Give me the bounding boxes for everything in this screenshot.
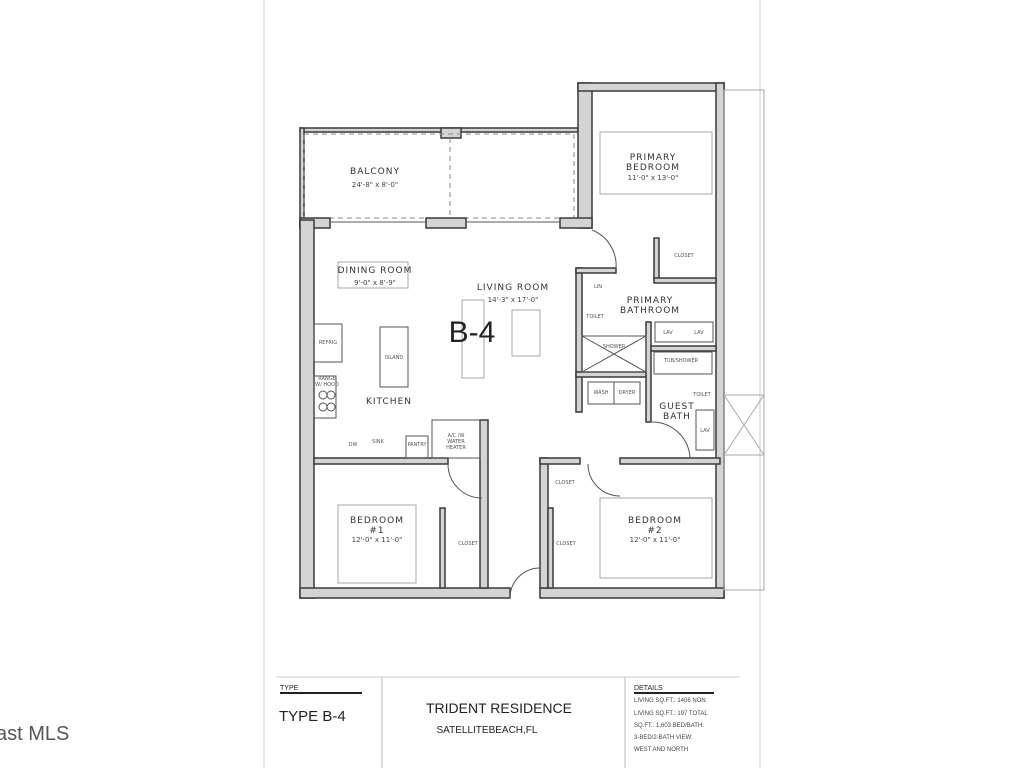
wall [653, 277, 717, 284]
room-dims-dining: 9'-0" x 8'-9" [354, 279, 396, 287]
wall [539, 457, 581, 465]
furniture [313, 131, 715, 584]
room-label-bedroom2-1: BEDROOM [628, 516, 682, 526]
title-block: TYPE TYPE B-4 TRIDENT RESIDENCE SATELLIT… [276, 676, 740, 768]
closet-label: CLOSET [458, 541, 478, 547]
wall [299, 219, 315, 599]
details-line: 3-BED/2-BATH VIEW: [634, 735, 693, 741]
refrigerator [313, 323, 343, 363]
sink-label: SINK [372, 439, 384, 445]
room-dims-primary-bedroom: 11'-0" x 13'-0" [628, 174, 679, 182]
hood-label: W/ HOOD [315, 382, 339, 388]
island-label: ISLAND [385, 355, 404, 361]
wall [479, 419, 489, 589]
linen-label: LIN [594, 284, 602, 290]
washer-label: WASH [593, 390, 608, 396]
lav-label: LAV [694, 330, 704, 336]
room-label-living: LIVING ROOM [477, 283, 549, 293]
wall [575, 267, 583, 413]
room-label-bedroom1-1: BEDROOM [350, 516, 404, 526]
range [313, 375, 337, 419]
room-dims-living: 14'-3" x 17'-0" [488, 296, 539, 304]
dishwasher-label: DW [349, 442, 358, 448]
room-label-guest-bath-2: BATH [663, 412, 691, 422]
ac-closet [431, 419, 481, 459]
room-label-dining: DINING ROOM [338, 266, 413, 276]
closet-label: CLOSET [556, 541, 576, 547]
wall [313, 457, 449, 465]
details-header: DETAILS [634, 685, 663, 692]
closet-label: CLOSET [674, 253, 694, 259]
wall [653, 237, 660, 281]
wall [539, 587, 725, 599]
closet-label: CLOSET [555, 480, 575, 486]
details-line: WEST AND NORTH [634, 747, 688, 753]
walls [299, 82, 765, 599]
lav-label: LAV [700, 428, 710, 434]
wall [575, 267, 617, 274]
wall [425, 217, 467, 229]
wall [559, 217, 593, 229]
wall [547, 507, 554, 589]
room-label-primary-bath-2: BATHROOM [620, 306, 680, 316]
details-line: LIVING SQ.FT.: 197 TOTAL [634, 711, 708, 717]
wall [619, 457, 721, 465]
room-dims-balcony: 24'-8" x 8'-0" [352, 181, 398, 189]
water-label: WATER [447, 439, 465, 445]
room-dims-bedroom1: 12'-0" x 11'-0" [352, 536, 403, 544]
balcony-rail-left [299, 127, 305, 229]
tub-shower-label: TUB/SHOWER [663, 358, 699, 364]
room-label-bedroom1-2: #1 [369, 526, 384, 536]
wall [715, 82, 725, 599]
dryer-label: DRYER [619, 390, 636, 396]
wall [575, 371, 649, 378]
room-label-primary-bath-1: PRIMARY [627, 296, 673, 306]
ac-label: A/C /W [448, 433, 465, 439]
balcony-outline [303, 133, 575, 219]
room-label-kitchen: KITCHEN [366, 397, 412, 407]
shower-label: SHOWER [603, 344, 626, 350]
toilet-label: TOILET [692, 392, 711, 398]
type-value: TYPE B-4 [279, 708, 346, 725]
wall [577, 82, 725, 92]
room-label-balcony: BALCONY [350, 167, 400, 177]
heater-label: HEATER [446, 445, 466, 451]
watermark: ast MLS [0, 723, 69, 745]
toilet-label: TOILET [585, 314, 604, 320]
refrigerator-label: REFRIG [319, 340, 337, 346]
range-label: RANGE [318, 376, 335, 382]
room-label-primary-bedroom-1: PRIMARY [630, 153, 676, 163]
wall [439, 507, 446, 589]
unit-label: B-4 [449, 316, 496, 349]
details-line: LIVING SQ.FT.: 1406 NON [634, 698, 706, 704]
wall [645, 321, 652, 423]
wall [299, 587, 511, 599]
project-location: SATELLITEBEACH,FL [437, 725, 538, 736]
balcony-post [440, 127, 462, 139]
wall [650, 345, 717, 352]
room-label-primary-bedroom-2: BEDROOM [626, 163, 680, 173]
room-label-guest-bath-1: GUEST [659, 402, 694, 412]
room-label-bedroom2-2: #2 [647, 526, 662, 536]
type-header: TYPE [280, 685, 299, 692]
details-line: SQ.FT.: 1,603 BED/BATH: [634, 723, 704, 729]
doors [447, 229, 691, 599]
project-name: TRIDENT RESIDENCE [426, 700, 572, 716]
pantry [405, 435, 429, 459]
kitchen-island [379, 326, 409, 388]
balcony-rail [299, 127, 579, 133]
wall [577, 82, 593, 229]
lav-label: LAV [663, 330, 673, 336]
pantry-label: PANTRY [407, 442, 427, 448]
wall [539, 457, 549, 589]
room-dims-bedroom2: 12'-0" x 11'-0" [630, 536, 681, 544]
